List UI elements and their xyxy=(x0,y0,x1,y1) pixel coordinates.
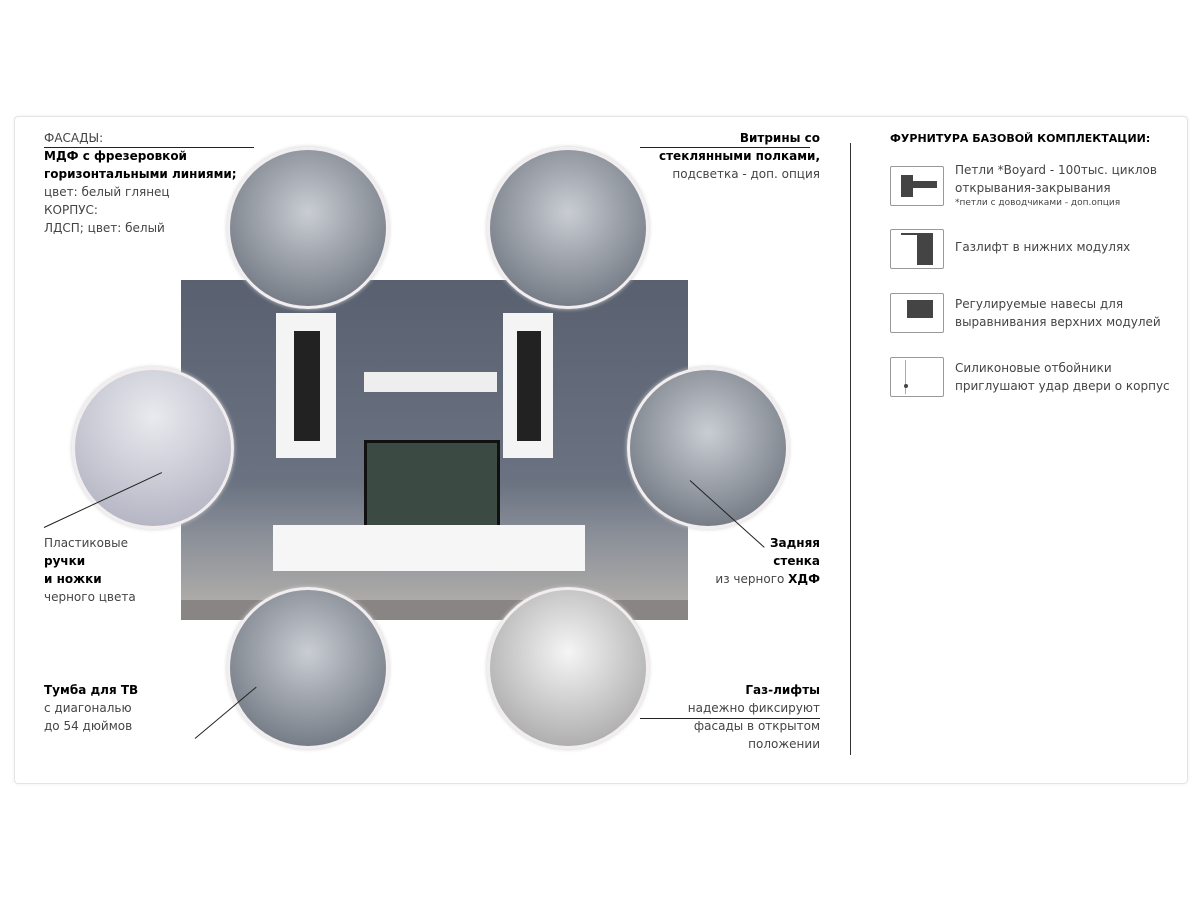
body-label: КОРПУС: xyxy=(44,203,98,217)
detail-gaslift-circle xyxy=(487,587,649,749)
showcases-sub: подсветка - доп. опция xyxy=(672,167,820,181)
hanger-icon xyxy=(890,293,944,333)
furniture-photo xyxy=(181,280,688,620)
gaslift-line: положении xyxy=(748,737,820,751)
gaslift-line: надежно фиксируют xyxy=(687,701,820,715)
facades-material: МДФ с фрезеровкой xyxy=(44,149,187,163)
hardware-item: Петли *Boyard - 100тыс. циклов открывани… xyxy=(955,161,1157,210)
hardware-text: открывания-закрывания xyxy=(955,181,1111,195)
tv-title: Тумба для ТВ xyxy=(44,683,139,697)
handles-text: Пластиковые ручки и ножки черного цвета xyxy=(44,534,136,606)
backwall-text: Задняя стенка из черного ХДФ xyxy=(715,534,820,588)
gas-lift-icon xyxy=(890,229,944,269)
divider xyxy=(850,143,851,755)
handles-bold: ручки xyxy=(44,554,86,568)
facades-material-2: горизонтальными линиями; xyxy=(44,167,237,181)
handles-bold: и ножки xyxy=(44,572,102,586)
backwall-bold: Задняя xyxy=(769,536,820,550)
detail-handle-circle xyxy=(72,367,234,529)
body-material: ЛДСП; цвет: белый xyxy=(44,221,165,235)
detail-showcase-circle xyxy=(487,147,649,309)
hardware-text: приглушают удар двери о корпус xyxy=(955,379,1170,393)
showcases-title: Витрины со xyxy=(739,131,820,145)
bumper-icon xyxy=(890,357,944,397)
gaslift-title: Газ-лифты xyxy=(745,683,820,697)
facades-label: ФАСАДЫ: xyxy=(44,131,104,145)
gaslift-line: фасады в открытом xyxy=(693,719,820,733)
hardware-item: Регулируемые навесы для выравнивания вер… xyxy=(955,295,1161,331)
facades-color: цвет: белый глянец xyxy=(44,185,170,199)
detail-backwall-circle xyxy=(627,367,789,529)
hardware-item: Силиконовые отбойники приглушают удар дв… xyxy=(955,359,1170,395)
tv-text: Тумба для ТВ с диагональю до 54 дюймов xyxy=(44,681,138,735)
showcases-text: Витрины со стеклянными полками, подсветк… xyxy=(659,129,820,183)
tv-line: до 54 дюймов xyxy=(44,719,133,733)
hardware-text: выравнивания верхних модулей xyxy=(955,315,1161,329)
handles-line: черного цвета xyxy=(44,590,136,604)
detail-facade-circle xyxy=(227,147,389,309)
leader-line xyxy=(640,718,820,719)
tv-line: с диагональю xyxy=(44,701,132,715)
hardware-text: Петли *Boyard - 100тыс. циклов xyxy=(955,163,1157,177)
gaslift-text: Газ-лифты надежно фиксируют фасады в отк… xyxy=(688,681,820,753)
content-card xyxy=(14,116,1188,784)
backwall-line: из черного xyxy=(715,572,789,586)
facades-text: ФАСАДЫ: МДФ с фрезеровкой горизонтальным… xyxy=(44,129,237,237)
showcases-title-2: стеклянными полками, xyxy=(658,149,820,163)
hardware-text: Регулируемые навесы для xyxy=(955,297,1124,311)
hardware-text: Силиконовые отбойники xyxy=(955,361,1112,375)
hardware-note: *петли с доводчиками - доп.опция xyxy=(955,198,1121,208)
hardware-title: ФУРНИТУРА БАЗОВОЙ КОМПЛЕКТАЦИИ: xyxy=(890,132,1151,145)
handles-line: Пластиковые xyxy=(44,536,128,550)
backwall-material: ХДФ xyxy=(788,572,820,586)
backwall-bold: стенка xyxy=(773,554,820,568)
hardware-text: Газлифт в нижних модулях xyxy=(955,240,1131,254)
hinge-icon xyxy=(890,166,944,206)
detail-tv-circle xyxy=(227,587,389,749)
leader-line xyxy=(640,147,810,148)
leader-line xyxy=(44,147,254,148)
